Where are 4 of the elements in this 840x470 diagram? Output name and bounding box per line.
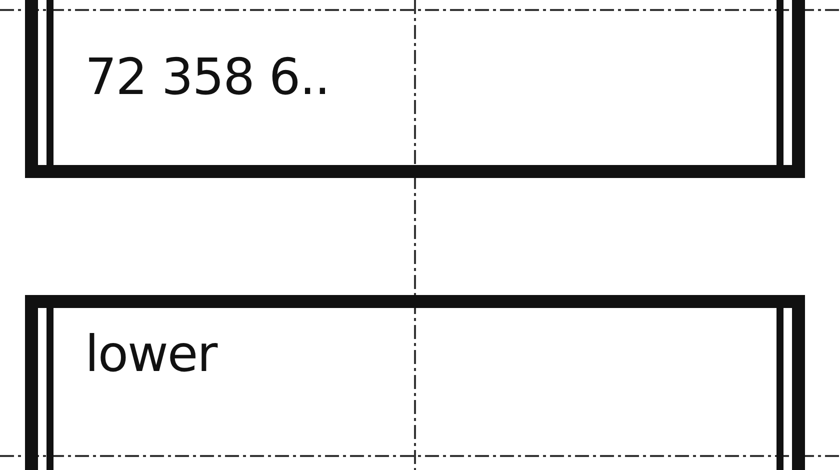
part-label: lower: [85, 325, 217, 383]
bearing-shell: [25, 295, 805, 470]
bearing-shell: [25, 0, 805, 178]
part-label: 72 358 6..: [85, 48, 330, 106]
